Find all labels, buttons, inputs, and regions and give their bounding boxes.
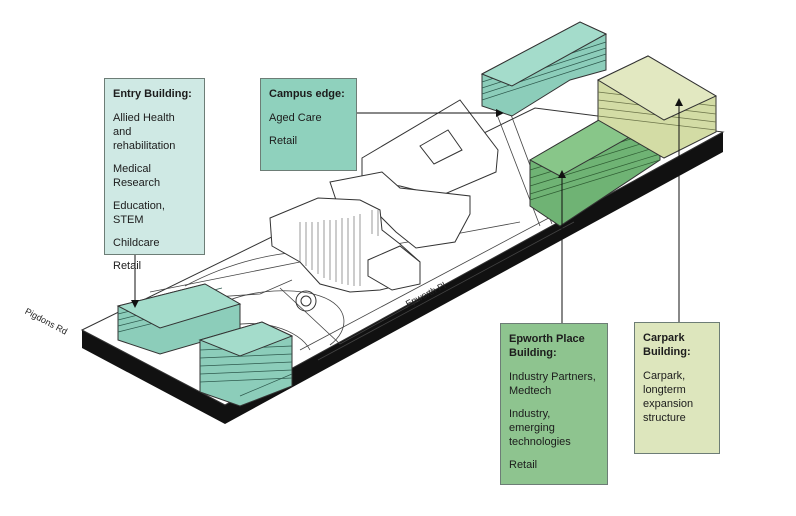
entry-building-use: Childcare: [113, 237, 160, 249]
entry-building-use: Education, STEM: [113, 200, 165, 226]
entry-building-label: Entry Building: Allied Health and rehabi…: [104, 78, 205, 272]
roundabout-inner: [300, 295, 312, 307]
campus-edge-label: Campus edge: Aged Care Retail: [260, 78, 357, 171]
carpark-building: [596, 55, 718, 159]
campus-edge-arrowhead: [496, 109, 504, 117]
roundabout: [295, 290, 317, 312]
central-hospital-buildings: [269, 99, 499, 293]
epworth-place-use: Industry Partners, Medtech: [509, 371, 596, 397]
epworth-place-label: Epworth Place Building: Industry Partner…: [500, 323, 608, 485]
carpark-title: Carpark Building:: [643, 332, 691, 358]
epworth-place-use: Retail: [509, 459, 538, 471]
campus-edge-use: Retail: [269, 135, 298, 147]
entry-building-title: Entry Building:: [113, 88, 192, 100]
epworth-place-use: Industry, emerging technologies: [509, 408, 571, 448]
epworth-arrowhead: [558, 170, 566, 178]
entry-building: [116, 283, 294, 407]
campus-edge-building: [480, 21, 608, 117]
leader-lines: [134, 104, 680, 323]
campus-edge-title: Campus edge:: [269, 88, 345, 100]
entry-building-use: Medical Research: [113, 163, 161, 189]
campus-edge-use: Aged Care: [269, 112, 322, 124]
entry-arrowhead: [131, 300, 139, 308]
carpark-use: Carpark, longterm expansion structure: [643, 370, 694, 424]
epworth-place-title: Epworth Place Building:: [509, 333, 585, 359]
leader-arrowheads: [131, 98, 683, 308]
central-building-striping: [299, 210, 379, 286]
entry-building-use: Retail: [113, 260, 142, 272]
carpark-arrowhead: [675, 98, 683, 106]
entry-building-use: Allied Health and rehabilitation: [113, 112, 176, 152]
carpark-label: Carpark Building: Carpark, longterm expa…: [634, 322, 720, 454]
